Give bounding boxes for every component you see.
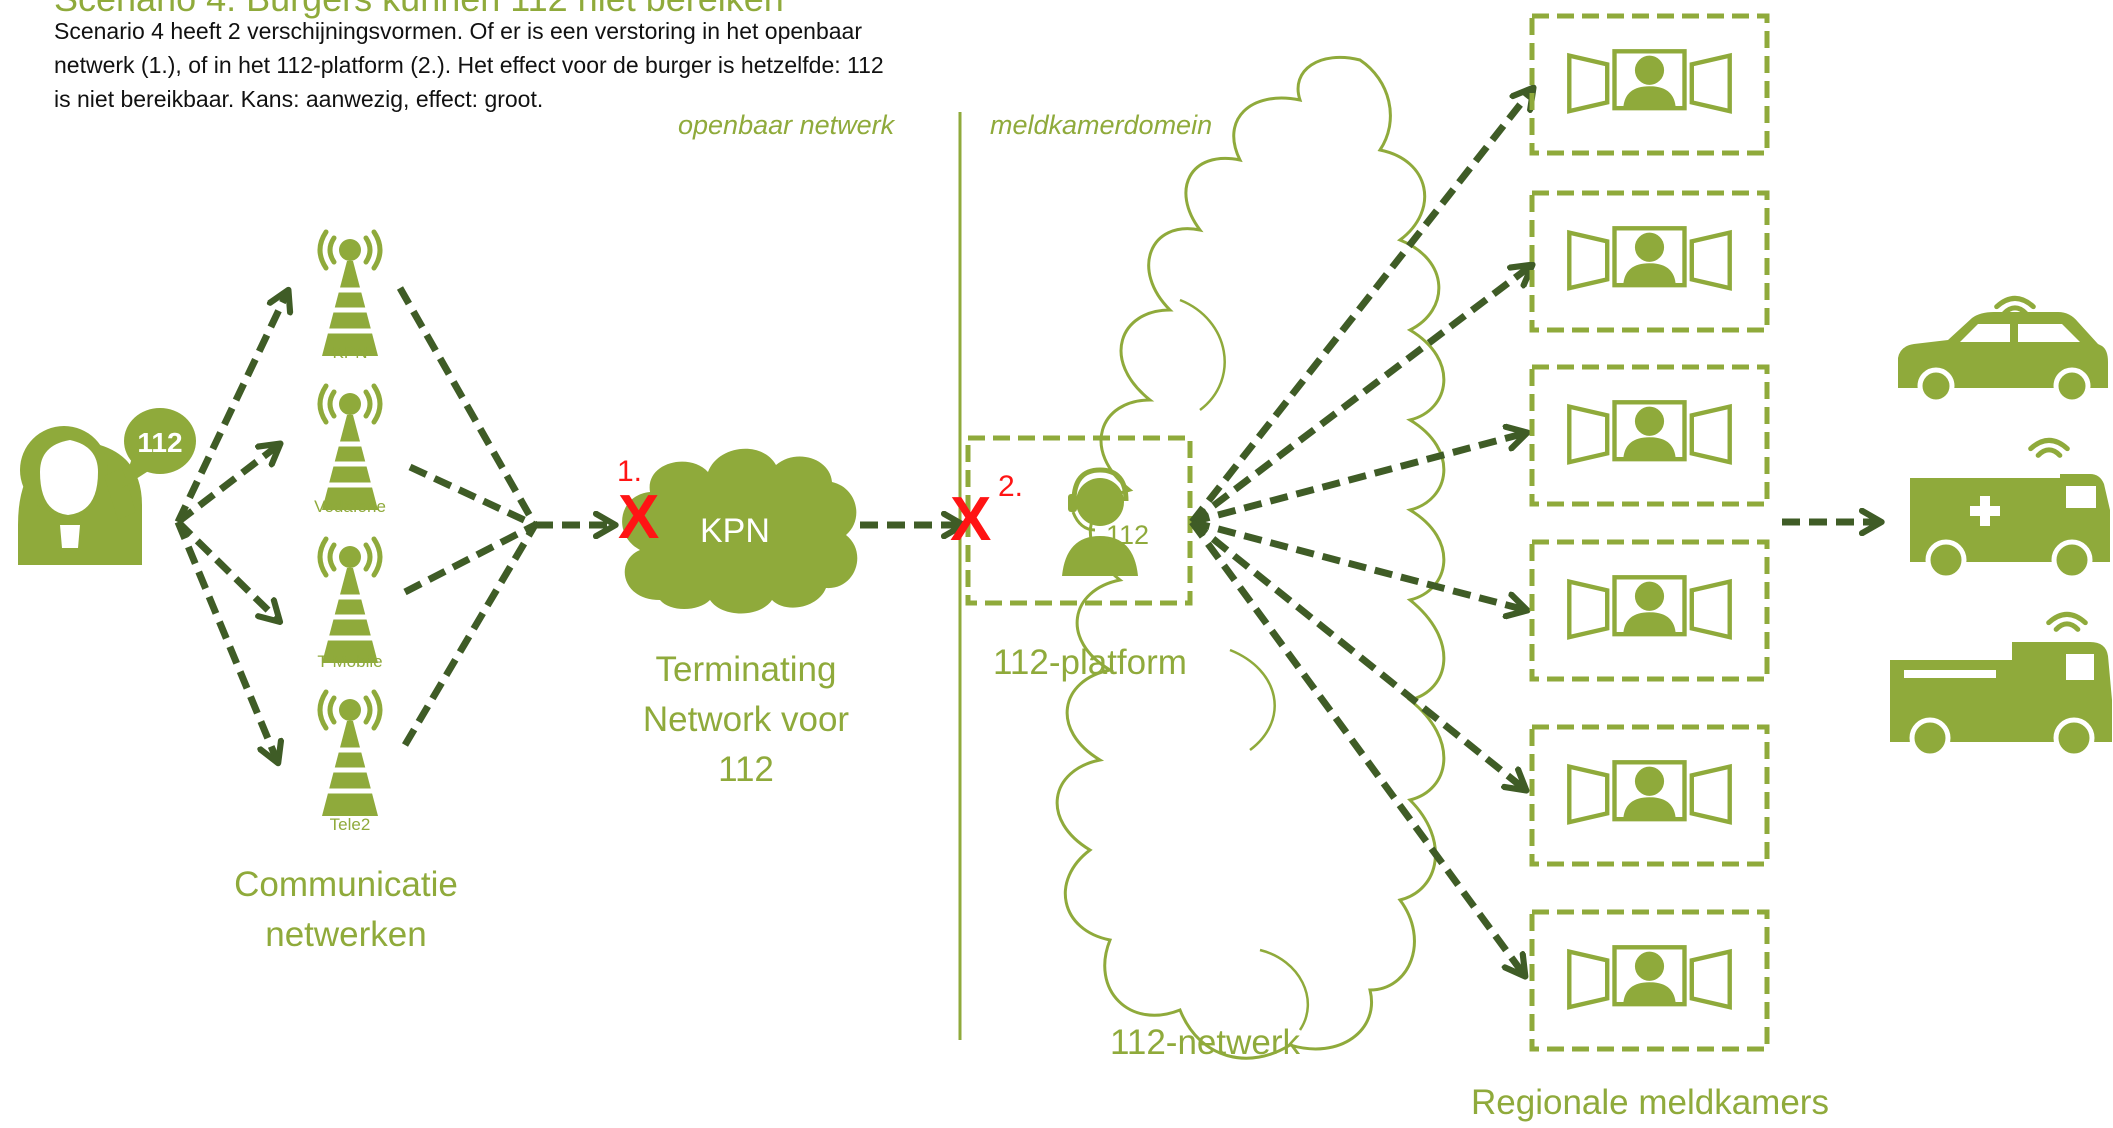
ambulance-icon bbox=[1910, 440, 2110, 581]
tower-label-vodafone: Vodafone bbox=[314, 497, 386, 516]
diagram-title: Scenario 4: Burgers kunnen 112 niet bere… bbox=[54, 0, 784, 20]
description: Scenario 4 heeft 2 verschijningsvormen. … bbox=[54, 14, 1034, 116]
speech-bubble: 112 bbox=[122, 408, 196, 488]
regional-center-box bbox=[1529, 364, 1770, 507]
dispatcher-monitors-icon bbox=[1569, 402, 1729, 462]
regional-center-box bbox=[1529, 724, 1770, 867]
fire-truck-icon bbox=[1890, 614, 2112, 759]
terminating-cloud bbox=[622, 448, 858, 614]
label-line: 112 bbox=[718, 750, 774, 789]
tower-arrows bbox=[396, 286, 539, 747]
label-line: netwerken bbox=[265, 915, 427, 954]
description-line: Scenario 4 heeft 2 verschijningsvormen. … bbox=[54, 18, 862, 44]
regional-center-box bbox=[1529, 13, 1770, 156]
platform-label: 112-platform bbox=[993, 643, 1187, 682]
tower-vodafone-icon bbox=[320, 386, 380, 510]
zone-label-public-network: openbaar netwerk bbox=[678, 110, 895, 140]
caller-icon bbox=[18, 426, 142, 565]
platform-box bbox=[965, 435, 1193, 606]
regional-centers bbox=[1529, 13, 1770, 1052]
failure-x-2: X bbox=[950, 485, 992, 554]
dispatcher-monitors-icon bbox=[1569, 762, 1729, 822]
communication-networks-label: Communicatie netwerken bbox=[196, 860, 496, 960]
tower-tmobile-icon bbox=[320, 539, 380, 663]
dispatcher-monitors-icon bbox=[1569, 51, 1729, 111]
tower-label-kpn: KPN bbox=[332, 343, 368, 362]
dispatcher-monitors-icon bbox=[1569, 577, 1729, 637]
terminating-network-label: Terminating Network voor 112 bbox=[596, 645, 896, 795]
platform-number: 112 bbox=[1106, 520, 1150, 550]
failure-x-1: X bbox=[618, 483, 660, 552]
dispatcher-monitors-icon bbox=[1569, 228, 1729, 288]
failure-marker-2-label: 2. bbox=[998, 470, 1024, 503]
police-car-icon bbox=[1898, 298, 2108, 405]
caller-arrows bbox=[174, 295, 286, 758]
tower-label-tmobile: T-Mobile bbox=[317, 652, 383, 671]
failure-marker-1-label: 1. bbox=[617, 455, 643, 488]
description-line: netwerk (1.), of in het 112-platform (2.… bbox=[54, 52, 884, 78]
regional-center-box bbox=[1529, 539, 1770, 682]
description-line: is niet bereikbaar. Kans: aanwezig, effe… bbox=[54, 86, 544, 112]
operator-headset-icon bbox=[1062, 467, 1138, 576]
network112-label: 112-netwerk bbox=[1109, 1023, 1300, 1062]
regional-center-box bbox=[1529, 909, 1770, 1052]
bubble-text: 112 bbox=[137, 427, 182, 458]
tower-kpn-icon bbox=[320, 232, 380, 356]
regional-centers-label: Regionale meldkamers bbox=[1471, 1083, 1829, 1122]
label-line: Terminating bbox=[655, 650, 837, 689]
label-line: Communicatie bbox=[234, 865, 458, 904]
regional-center-box bbox=[1529, 190, 1770, 333]
terminating-cloud-label: KPN bbox=[700, 512, 770, 550]
label-line: Network voor bbox=[642, 700, 850, 739]
dispatcher-monitors-icon bbox=[1569, 947, 1729, 1007]
tower-label-tele2: Tele2 bbox=[329, 815, 371, 834]
zone-label-dispatch-domain: meldkamerdomein bbox=[990, 110, 1213, 140]
platform-arrows bbox=[1189, 92, 1530, 972]
tower-tele2-icon bbox=[320, 692, 380, 816]
